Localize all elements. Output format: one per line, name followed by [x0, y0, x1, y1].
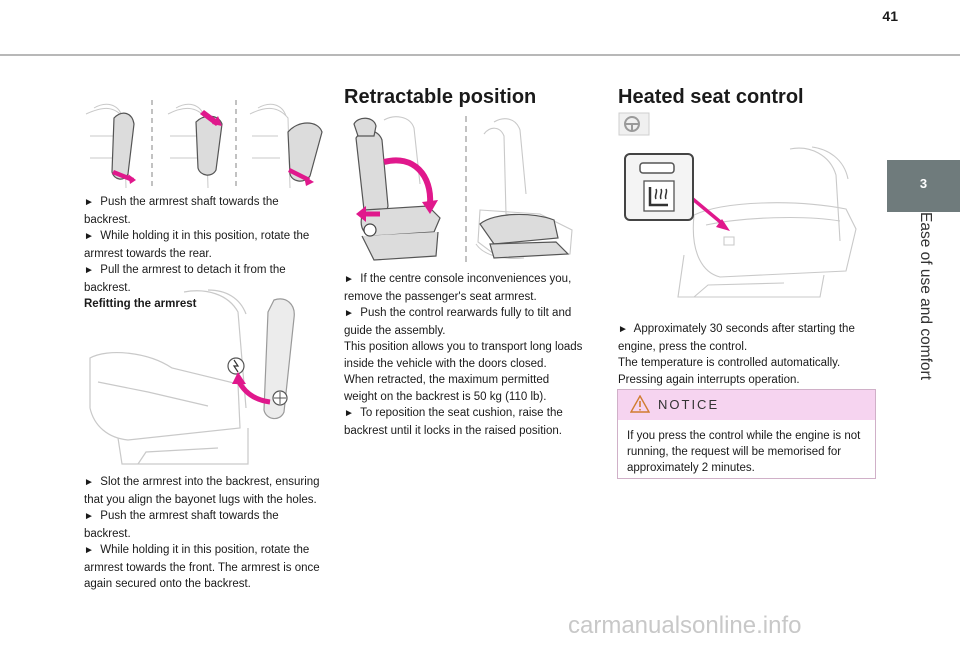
step-press-control: ► Approximately 30 seconds after startin…: [618, 323, 855, 353]
chapter-title: Ease of use and comfort: [917, 212, 934, 381]
armrest-removal-illustration: [85, 100, 323, 188]
temperature-info: The temperature is controlled automatica…: [618, 357, 841, 369]
retractable-position-heading: Retractable position: [344, 86, 537, 108]
notice-text: If you press the control while the engin…: [627, 430, 861, 474]
notice-box: NOTICE If you press the control while th…: [617, 389, 876, 479]
top-divider: [0, 54, 960, 56]
watermark: carmanualsonline.info: [568, 612, 802, 639]
interrupt-info: Pressing again interrupts operation.: [618, 373, 800, 386]
step-slot-armrest: ► Slot the armrest into the backrest, en…: [84, 476, 320, 506]
heated-seat-illustration: [677, 146, 857, 298]
notice-title: NOTICE: [658, 397, 720, 412]
step-remove-armrest: ► If the centre console inconveniences y…: [344, 273, 572, 303]
heated-seat-button-icon: [639, 162, 675, 212]
page-number: 41: [882, 8, 898, 24]
refitting-heading: Refitting the armrest: [84, 298, 197, 310]
step-push-shaft-2: ► Push the armrest shaft towards the bac…: [84, 510, 279, 540]
heated-seat-button[interactable]: [624, 153, 694, 221]
chapter-tab[interactable]: 3: [887, 160, 960, 212]
step-pull-detach: ► Pull the armrest to detach it from the…: [84, 264, 286, 294]
step-push-control: ► Push the control rearwards fully to ti…: [344, 307, 572, 337]
retractable-seat-illustration: [353, 116, 573, 264]
retract-info: This position allows you to transport lo…: [344, 341, 583, 370]
armrest-refit-illustration: [89, 289, 295, 465]
heated-seat-heading: Heated seat control: [618, 86, 804, 108]
warning-triangle-icon: [630, 395, 650, 413]
step-reposition: ► To reposition the seat cushion, raise …: [344, 407, 563, 437]
step-push-shaft: ► Push the armrest shaft towards the bac…: [84, 196, 279, 226]
steering-wheel-icon: [618, 112, 650, 136]
step-rotate-front: ► While holding it in this position, rot…: [84, 544, 320, 590]
step-rotate-rear: ► While holding it in this position, rot…: [84, 230, 310, 260]
chapter-number: 3: [919, 176, 928, 191]
max-weight-info: When retracted, the maximum permitted we…: [344, 374, 550, 403]
